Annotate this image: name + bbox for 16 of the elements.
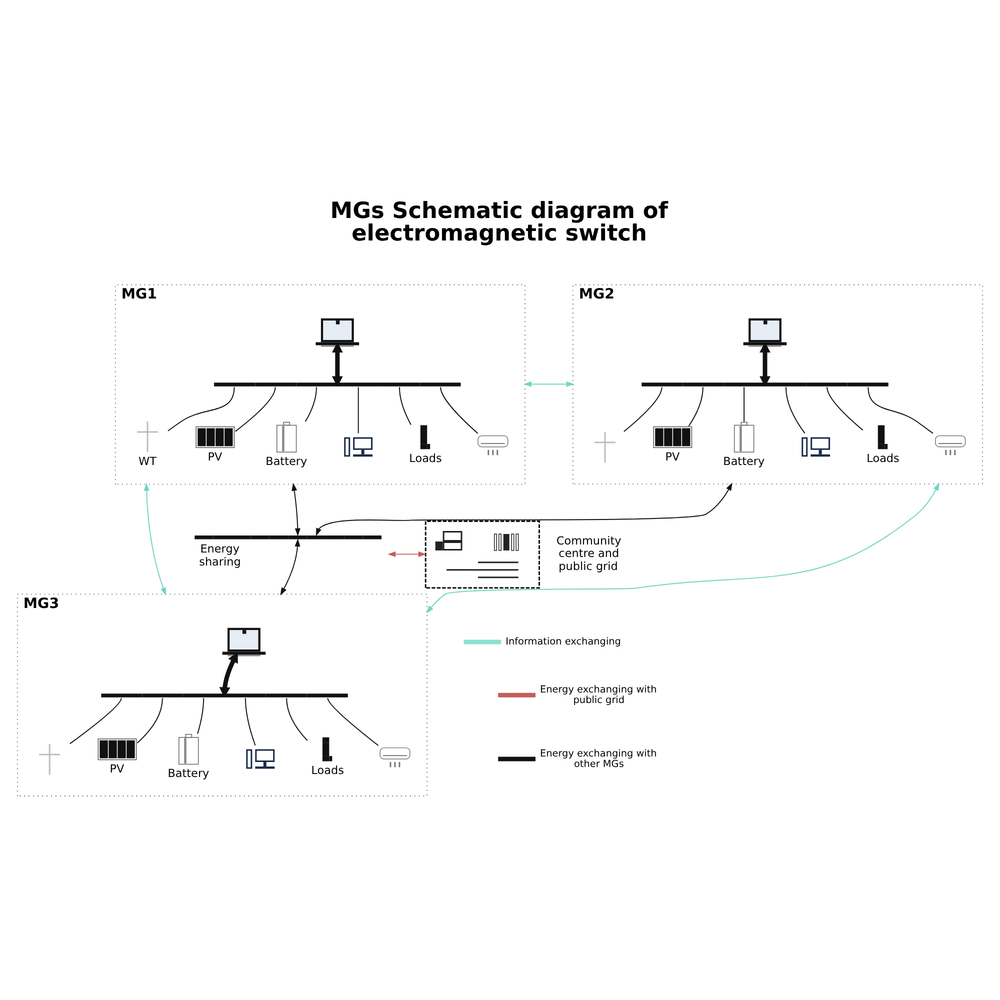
- node-label: WT: [138, 454, 156, 468]
- node-label: Community centre and public grid: [556, 534, 622, 573]
- node-label: Battery: [723, 454, 765, 468]
- node-label: Battery: [168, 766, 210, 780]
- legend-label: Energy exchanging with public grid: [540, 684, 657, 706]
- node-label: Loads: [866, 452, 900, 465]
- diagram-title: MGs Schematic diagram of electromagnetic switch: [330, 198, 668, 247]
- node-label: PV: [665, 450, 680, 464]
- node-label: PV: [110, 762, 124, 776]
- node-label: PV: [208, 450, 222, 464]
- legend-label: Energy exchanging with other MGs: [540, 748, 657, 770]
- node-label: Battery: [266, 454, 308, 468]
- node-label: Loads: [409, 452, 442, 465]
- node-label: Loads: [311, 764, 344, 777]
- node-label: Energy sharing: [199, 542, 241, 568]
- legend-label: Information exchanging: [506, 636, 621, 648]
